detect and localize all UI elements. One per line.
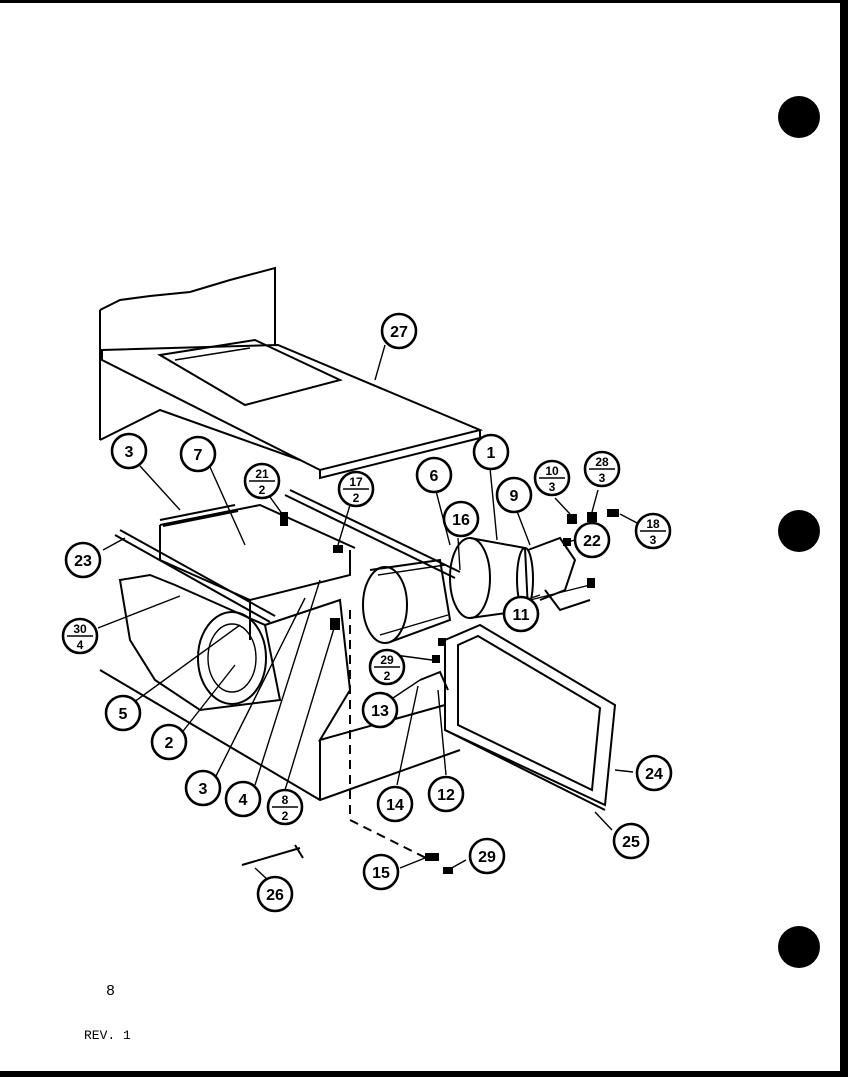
callout-label: 14 <box>386 797 404 814</box>
page-number: 8 <box>106 983 116 1000</box>
callout-5: 5 <box>104 694 142 732</box>
callout-25: 25 <box>612 822 650 860</box>
air-filter <box>444 623 617 811</box>
cabinet-top-panel <box>99 266 484 480</box>
callout-3-bottom: 3 <box>184 769 222 807</box>
callout-label: 7 <box>194 447 203 464</box>
callout-30-4: 30 4 <box>61 617 99 655</box>
blower-housing <box>99 503 461 802</box>
callout-top: 21 <box>255 467 269 481</box>
callout-top: 8 <box>282 793 289 807</box>
callout-top: 18 <box>646 517 660 531</box>
callout-top: 17 <box>349 475 363 489</box>
callout-label: 6 <box>430 468 439 485</box>
callout-label: 12 <box>437 787 455 804</box>
dashed-guide <box>349 610 431 861</box>
callout-top: 29 <box>380 653 394 667</box>
callout-16: 16 <box>442 500 480 538</box>
callout-label: 25 <box>622 834 640 851</box>
callout-top: 28 <box>595 455 609 469</box>
callout-label: 3 <box>199 781 208 798</box>
callout-2: 2 <box>150 723 188 761</box>
callout-top: 30 <box>73 622 87 636</box>
callout-3-top: 3 <box>110 432 148 470</box>
callout-bottom: 3 <box>549 480 556 494</box>
callout-label: 26 <box>266 887 284 904</box>
callout-24: 24 <box>635 754 673 792</box>
callout-bottom: 2 <box>282 809 289 823</box>
callout-label: 13 <box>371 703 389 720</box>
revision-label: REV. 1 <box>84 1028 131 1043</box>
callout-17-2: 17 2 <box>337 470 375 508</box>
callout-label: 23 <box>74 553 92 570</box>
callout-bottom: 3 <box>650 533 657 547</box>
callout-26: 26 <box>256 875 294 913</box>
callout-18-3: 18 3 <box>634 512 672 550</box>
hardware-parts <box>241 509 619 874</box>
callout-label: 1 <box>487 445 496 462</box>
callout-29-2: 29 2 <box>368 648 406 686</box>
binder-hole-middle <box>778 510 820 552</box>
callout-bottom: 4 <box>77 638 84 652</box>
leader-lines <box>97 344 638 881</box>
callout-label: 27 <box>390 324 408 341</box>
callout-4: 4 <box>224 780 262 818</box>
callout-top: 10 <box>545 464 559 478</box>
callout-label: 15 <box>372 865 390 882</box>
callout-bottom: 2 <box>384 669 391 683</box>
callout-label: 11 <box>513 607 530 624</box>
callout-label: 5 <box>119 706 128 723</box>
callout-8-2: 8 2 <box>266 788 304 826</box>
callout-10-3: 10 3 <box>533 459 571 497</box>
callout-bottom: 3 <box>599 471 606 485</box>
callout-label: 4 <box>239 792 248 809</box>
callout-label: 22 <box>583 533 601 550</box>
scan-edge-bottom <box>0 1071 848 1077</box>
callout-6: 6 <box>415 456 453 494</box>
callout-13: 13 <box>361 691 399 729</box>
binder-hole-bottom <box>778 926 820 968</box>
callout-14: 14 <box>376 785 414 823</box>
callout-29: 29 <box>468 837 506 875</box>
scan-edge-right <box>840 0 848 1077</box>
callout-15: 15 <box>362 853 400 891</box>
callout-28-3: 28 3 <box>583 450 621 488</box>
callout-12: 12 <box>427 775 465 813</box>
callout-bottom: 2 <box>353 491 360 505</box>
callout-11: 11 <box>502 595 540 633</box>
callout-9: 9 <box>495 476 533 514</box>
top-rails <box>114 489 461 623</box>
callout-label: 29 <box>478 849 496 866</box>
callout-label: 3 <box>125 444 134 461</box>
callout-23: 23 <box>64 541 102 579</box>
callout-27: 27 <box>380 312 418 350</box>
callout-label: 16 <box>452 512 470 529</box>
callout-21-2: 21 2 <box>243 462 281 500</box>
blower-wheel <box>362 558 452 644</box>
callout-1: 1 <box>472 433 510 471</box>
callout-label: 9 <box>510 488 519 505</box>
callout-label: 2 <box>165 735 174 752</box>
binder-hole-top <box>778 96 820 138</box>
callout-bottom: 2 <box>259 483 266 497</box>
scan-edge-top <box>0 0 848 3</box>
callout-22: 22 <box>573 521 611 559</box>
callout-label: 24 <box>645 766 663 783</box>
callout-7: 7 <box>179 435 217 473</box>
